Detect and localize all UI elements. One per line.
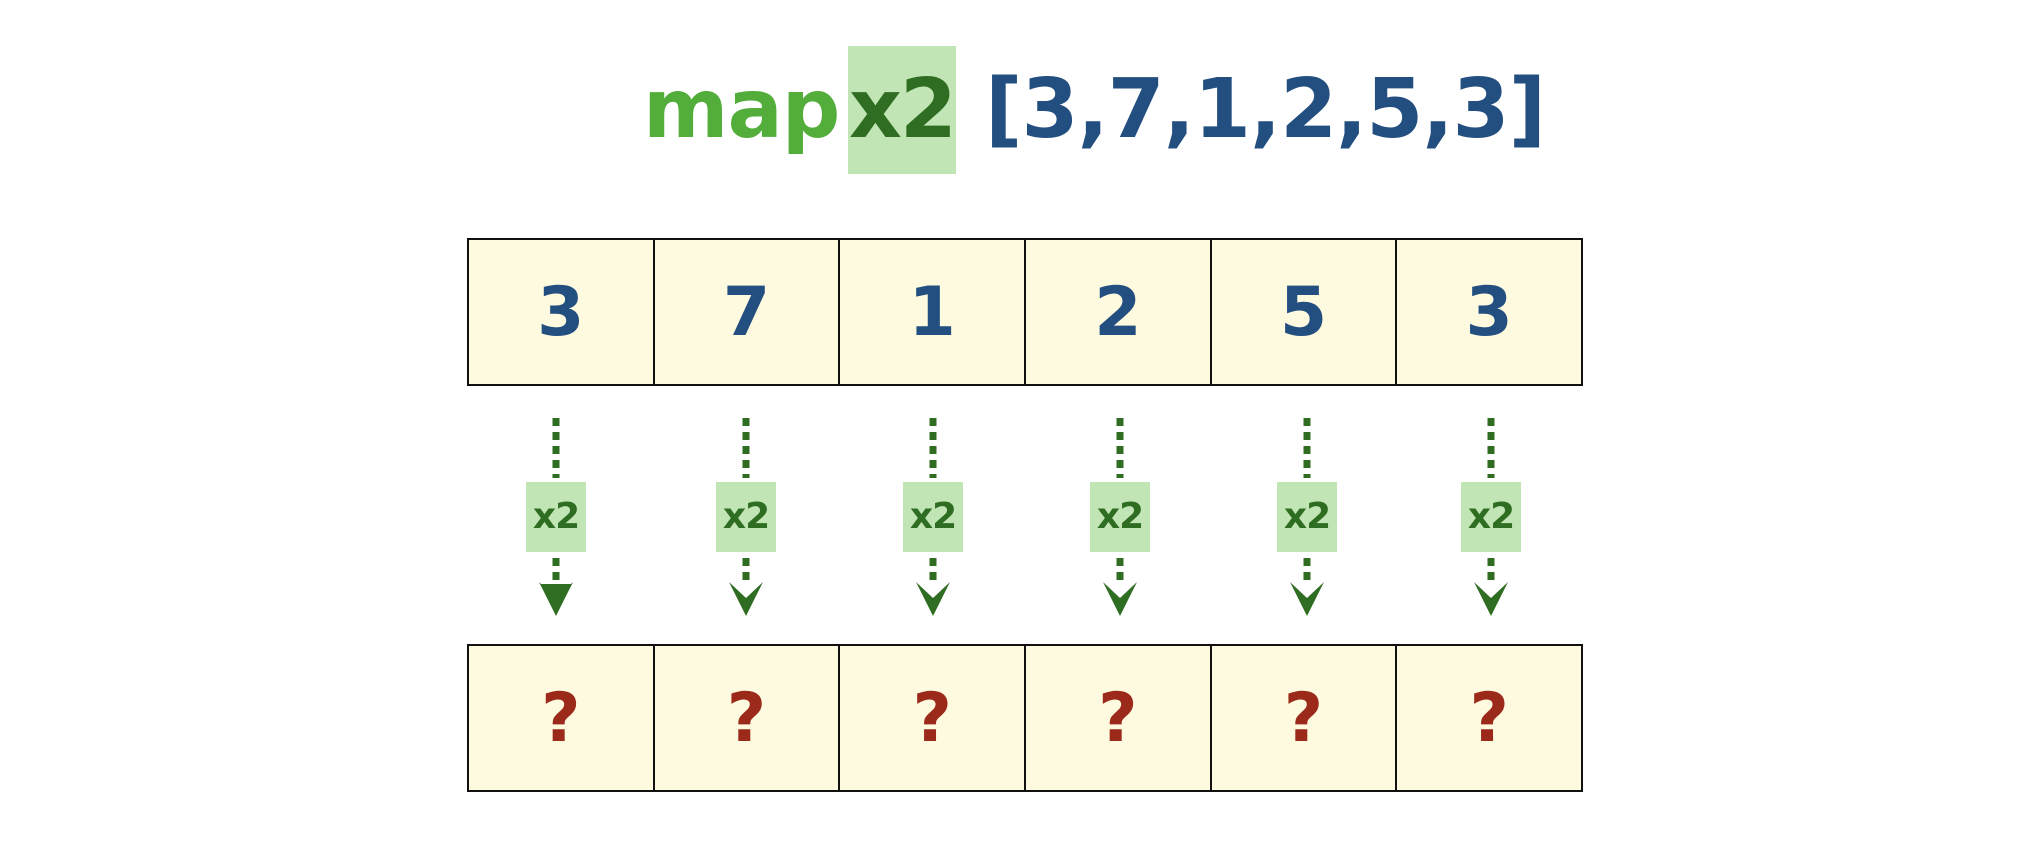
input-cell: 3 (1395, 238, 1584, 386)
input-cell: 3 (467, 238, 655, 386)
arrow-function-label: x2 (1090, 482, 1150, 552)
mapping-arrow: x2 (1090, 410, 1150, 620)
input-array: 3 7 1 2 5 3 (467, 238, 1584, 386)
mapping-arrow: x2 (1461, 410, 1521, 620)
function-label: x2 (848, 46, 957, 174)
output-cell: ? (838, 644, 1027, 792)
input-cell: 7 (652, 238, 841, 386)
input-cell: 2 (1024, 238, 1212, 386)
output-cell: ? (652, 644, 841, 792)
down-arrow-icon (729, 418, 763, 616)
down-arrow-icon (1290, 418, 1324, 616)
down-arrow-icon (1474, 418, 1508, 616)
output-cell: ? (467, 644, 655, 792)
output-cell: ? (1395, 644, 1584, 792)
output-cell: ? (1024, 644, 1212, 792)
mapping-arrow: x2 (903, 410, 963, 620)
arrow-function-label: x2 (716, 482, 776, 552)
output-cell: ? (1209, 644, 1398, 792)
mapping-arrow: x2 (526, 410, 586, 620)
arrow-function-label: x2 (1277, 482, 1337, 552)
input-list-literal: [3,7,1,2,5,3] (985, 62, 1546, 157)
arrow-function-label: x2 (1461, 482, 1521, 552)
arrow-function-label: x2 (903, 482, 963, 552)
down-arrow-icon (539, 418, 573, 616)
mapping-arrows: x2 x2 x2 x2 x2 (0, 410, 2034, 620)
input-cell: 5 (1209, 238, 1398, 386)
expression-title: map x2 [3,7,1,2,5,3] (0, 46, 2034, 174)
mapping-arrow: x2 (1277, 410, 1337, 620)
map-keyword: map (643, 62, 840, 157)
output-array: ? ? ? ? ? ? (467, 644, 1584, 792)
input-cell: 1 (838, 238, 1027, 386)
mapping-arrow: x2 (716, 410, 776, 620)
down-arrow-icon (1103, 418, 1137, 616)
down-arrow-icon (916, 418, 950, 616)
arrow-function-label: x2 (526, 482, 586, 552)
